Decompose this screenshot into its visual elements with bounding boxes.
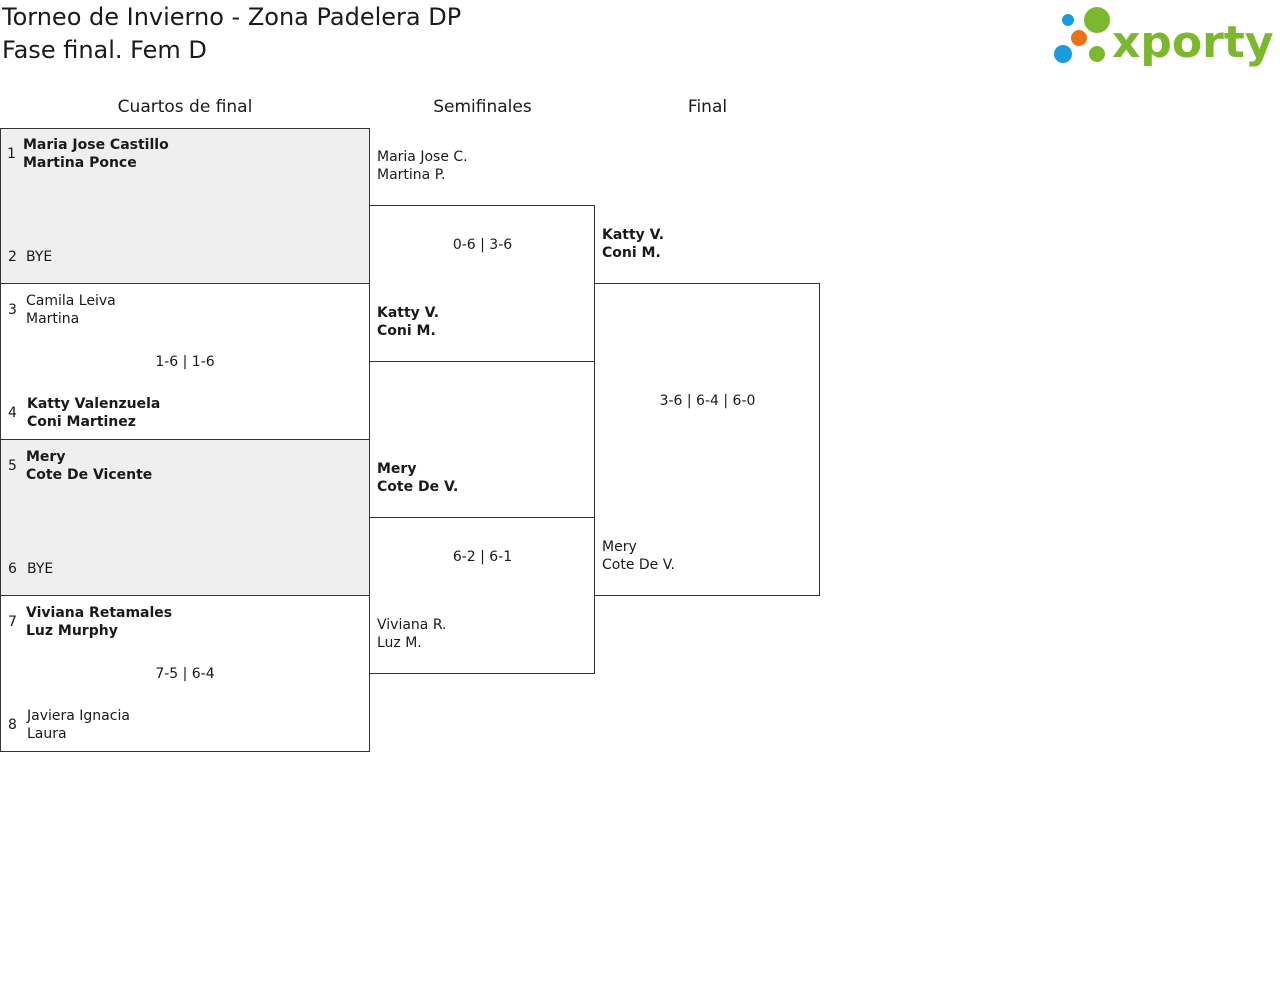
logo-wordmark: xporty bbox=[1112, 17, 1274, 68]
team-player: Martina bbox=[26, 311, 80, 327]
qf-match-1[interactable] bbox=[0, 128, 370, 284]
final-match[interactable] bbox=[594, 283, 820, 596]
seed-number: 5 bbox=[8, 458, 17, 474]
team-player: Coni M. bbox=[602, 245, 661, 261]
xporty-dots-logo-icon: xporty bbox=[1054, 7, 1274, 68]
team-player: Martina Ponce bbox=[23, 155, 137, 171]
team-player: Katty Valenzuela bbox=[27, 396, 161, 412]
team-player: Cote De V. bbox=[602, 557, 675, 573]
round-semifinals-heading: Semifinales bbox=[433, 97, 532, 117]
team-player: Maria Jose Castillo bbox=[23, 137, 169, 153]
team-player: Coni Martinez bbox=[27, 414, 136, 430]
team-player: Martina P. bbox=[377, 167, 446, 183]
team-player: Cote De Vicente bbox=[26, 467, 153, 483]
team-player: Katty V. bbox=[377, 305, 440, 321]
match-score: 7-5 | 6-4 bbox=[155, 666, 215, 682]
team-player: Javiera Ignacia bbox=[27, 708, 130, 724]
bye-label: BYE bbox=[27, 561, 54, 577]
round-final-heading: Final bbox=[687, 97, 728, 117]
team-player: Katty V. bbox=[602, 227, 665, 243]
tournament-title: Torneo de Invierno - Zona Padelera DP bbox=[2, 3, 462, 31]
team-player: Coni M. bbox=[377, 323, 436, 339]
team-player: Mery bbox=[26, 449, 66, 465]
match-score: 1-6 | 1-6 bbox=[155, 354, 215, 370]
phase-subtitle: Fase final. Fem D bbox=[2, 36, 207, 64]
team-player: Laura bbox=[27, 726, 67, 742]
bye-label: BYE bbox=[26, 249, 53, 265]
seed-number: 7 bbox=[8, 614, 17, 630]
match-score: 6-2 | 6-1 bbox=[452, 549, 513, 565]
team-player: Mery bbox=[377, 461, 417, 477]
xporty-logo[interactable]: xporty bbox=[1050, 4, 1276, 68]
seed-number: 3 bbox=[8, 302, 17, 318]
seed-number: 6 bbox=[8, 561, 17, 577]
team-player: Viviana R. bbox=[377, 617, 447, 633]
team-player: Viviana Retamales bbox=[26, 605, 173, 621]
match-score: 0-6 | 3-6 bbox=[452, 237, 513, 253]
seed-number: 4 bbox=[8, 405, 17, 421]
team-player: Mery bbox=[602, 539, 637, 555]
team-player: Luz M. bbox=[377, 635, 422, 651]
qf-match-3[interactable] bbox=[0, 439, 370, 596]
team-player: Luz Murphy bbox=[26, 623, 118, 639]
team-player: Camila Leiva bbox=[26, 293, 116, 309]
seed-number: 2 bbox=[8, 249, 17, 265]
seed-number: 8 bbox=[8, 717, 17, 733]
team-player: Cote De V. bbox=[377, 479, 459, 495]
team-player: Maria Jose C. bbox=[377, 149, 468, 165]
round-quarterfinals-heading: Cuartos de final bbox=[117, 97, 253, 117]
seed-number: 1 bbox=[7, 146, 16, 162]
match-score: 3-6 | 6-4 | 6-0 bbox=[659, 393, 756, 409]
